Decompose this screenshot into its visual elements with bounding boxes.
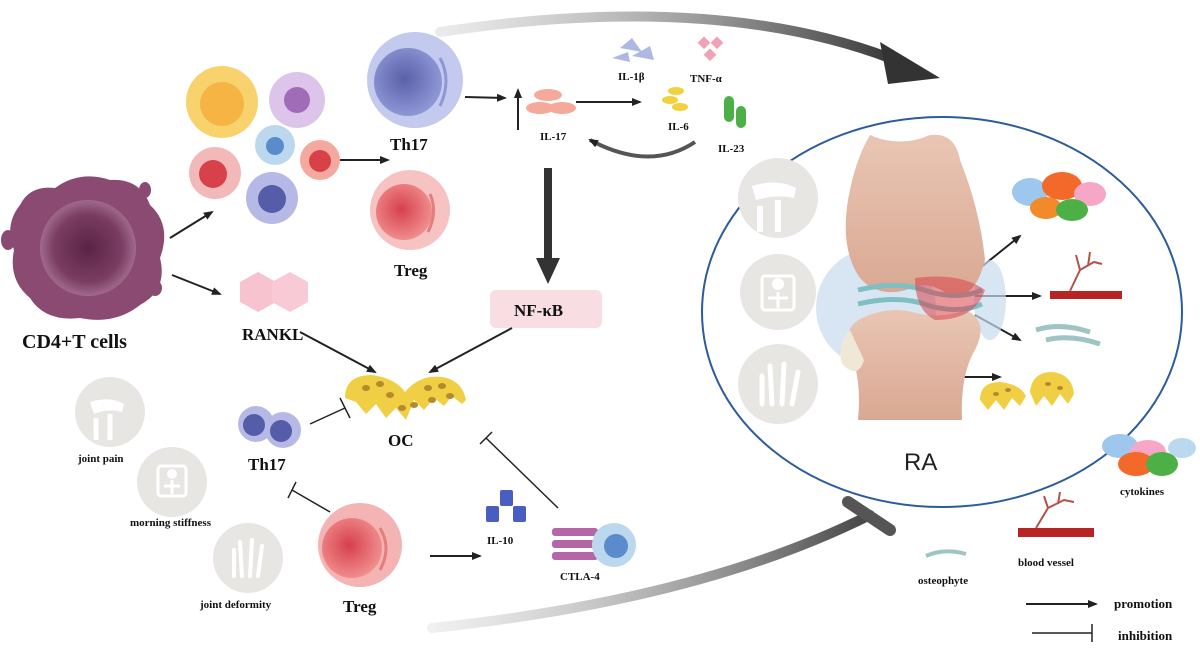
treg-top-label: Treg xyxy=(394,261,428,280)
ra-cytokines-icon xyxy=(1012,172,1106,221)
il1b-molecule xyxy=(612,38,654,62)
th17-cell-top xyxy=(367,32,463,128)
promotion-arrows xyxy=(169,88,1042,560)
joint-pain-label: joint pain xyxy=(77,453,124,465)
legend-promotion-label: promotion xyxy=(1114,596,1173,611)
legend-osteophyte-label: osteophyte xyxy=(918,575,968,587)
il23-feedback-arrow xyxy=(588,138,697,159)
oc-label: OC xyxy=(388,431,414,450)
il23-molecule xyxy=(724,96,746,128)
ra-joint-pain-icon xyxy=(738,158,818,238)
cd4-t-cell xyxy=(1,176,165,320)
legend-blood-vessel-label: blood vessel xyxy=(1018,557,1074,569)
treg-bottom-label: Treg xyxy=(343,597,377,616)
ctla4-complex xyxy=(552,523,636,567)
th17-top-label: Th17 xyxy=(390,135,428,154)
th17-bottom-label: Th17 xyxy=(248,455,286,474)
joint-pain-icon xyxy=(75,377,145,447)
joint-deformity-label: joint deformity xyxy=(199,599,272,611)
ra-joint-deformity-icon xyxy=(738,344,818,424)
ra-osteoclast-icon xyxy=(980,372,1074,410)
legend-cytokines-icon xyxy=(1102,434,1196,476)
rankl-molecule xyxy=(240,272,308,312)
big-promotion-arrow xyxy=(435,11,940,84)
legend-cytokines-label: cytokines xyxy=(1120,486,1165,498)
morning-stiffness-label: morning stiffness xyxy=(130,517,212,529)
knee-joint-icon xyxy=(816,134,1006,420)
treg-cell-top xyxy=(370,170,450,250)
il17-molecule xyxy=(526,89,576,114)
joint-deformity-icon xyxy=(213,523,283,593)
nfkb-label: NF-κB xyxy=(514,301,563,320)
il10-label: IL-10 xyxy=(487,535,514,547)
tnfa-label: TNF-α xyxy=(690,73,723,85)
osteoclast xyxy=(345,375,466,420)
il6-label: IL-6 xyxy=(668,121,689,133)
il17-label: IL-17 xyxy=(540,131,567,143)
tnfa-molecule xyxy=(697,36,724,62)
ra-morning-stiffness-icon xyxy=(740,254,816,330)
il17-to-nfkb-arrow xyxy=(536,168,560,284)
il1b-label: IL-1β xyxy=(618,71,645,83)
big-inhibition-arrow xyxy=(427,496,896,633)
rankl-label: RANKL xyxy=(242,325,303,344)
differentiating-cell-cluster xyxy=(186,66,340,224)
ra-panel xyxy=(701,116,1183,508)
ra-label: RA xyxy=(904,449,937,476)
il10-molecule xyxy=(486,490,526,522)
treg-cell-bottom xyxy=(318,503,402,587)
morning-stiffness-icon xyxy=(137,447,207,517)
inhibition-lines xyxy=(287,397,559,513)
ctla4-label: CTLA-4 xyxy=(560,571,600,583)
legend-osteophyte-icon xyxy=(925,549,967,558)
th17-cell-bottom xyxy=(238,406,301,448)
il6-molecule xyxy=(662,87,688,111)
ra-osteophyte-icon xyxy=(1035,324,1101,347)
ra-blood-vessel-icon xyxy=(1050,251,1122,299)
legend-inhibition-label: inhibition xyxy=(1118,628,1173,643)
legend-blood-vessel-icon xyxy=(1018,491,1094,537)
legend-inhibition-symbol xyxy=(1032,624,1093,642)
cd4-label: CD4+T cells xyxy=(22,331,127,353)
nfkb-box xyxy=(490,290,602,328)
il23-label: IL-23 xyxy=(718,143,745,155)
